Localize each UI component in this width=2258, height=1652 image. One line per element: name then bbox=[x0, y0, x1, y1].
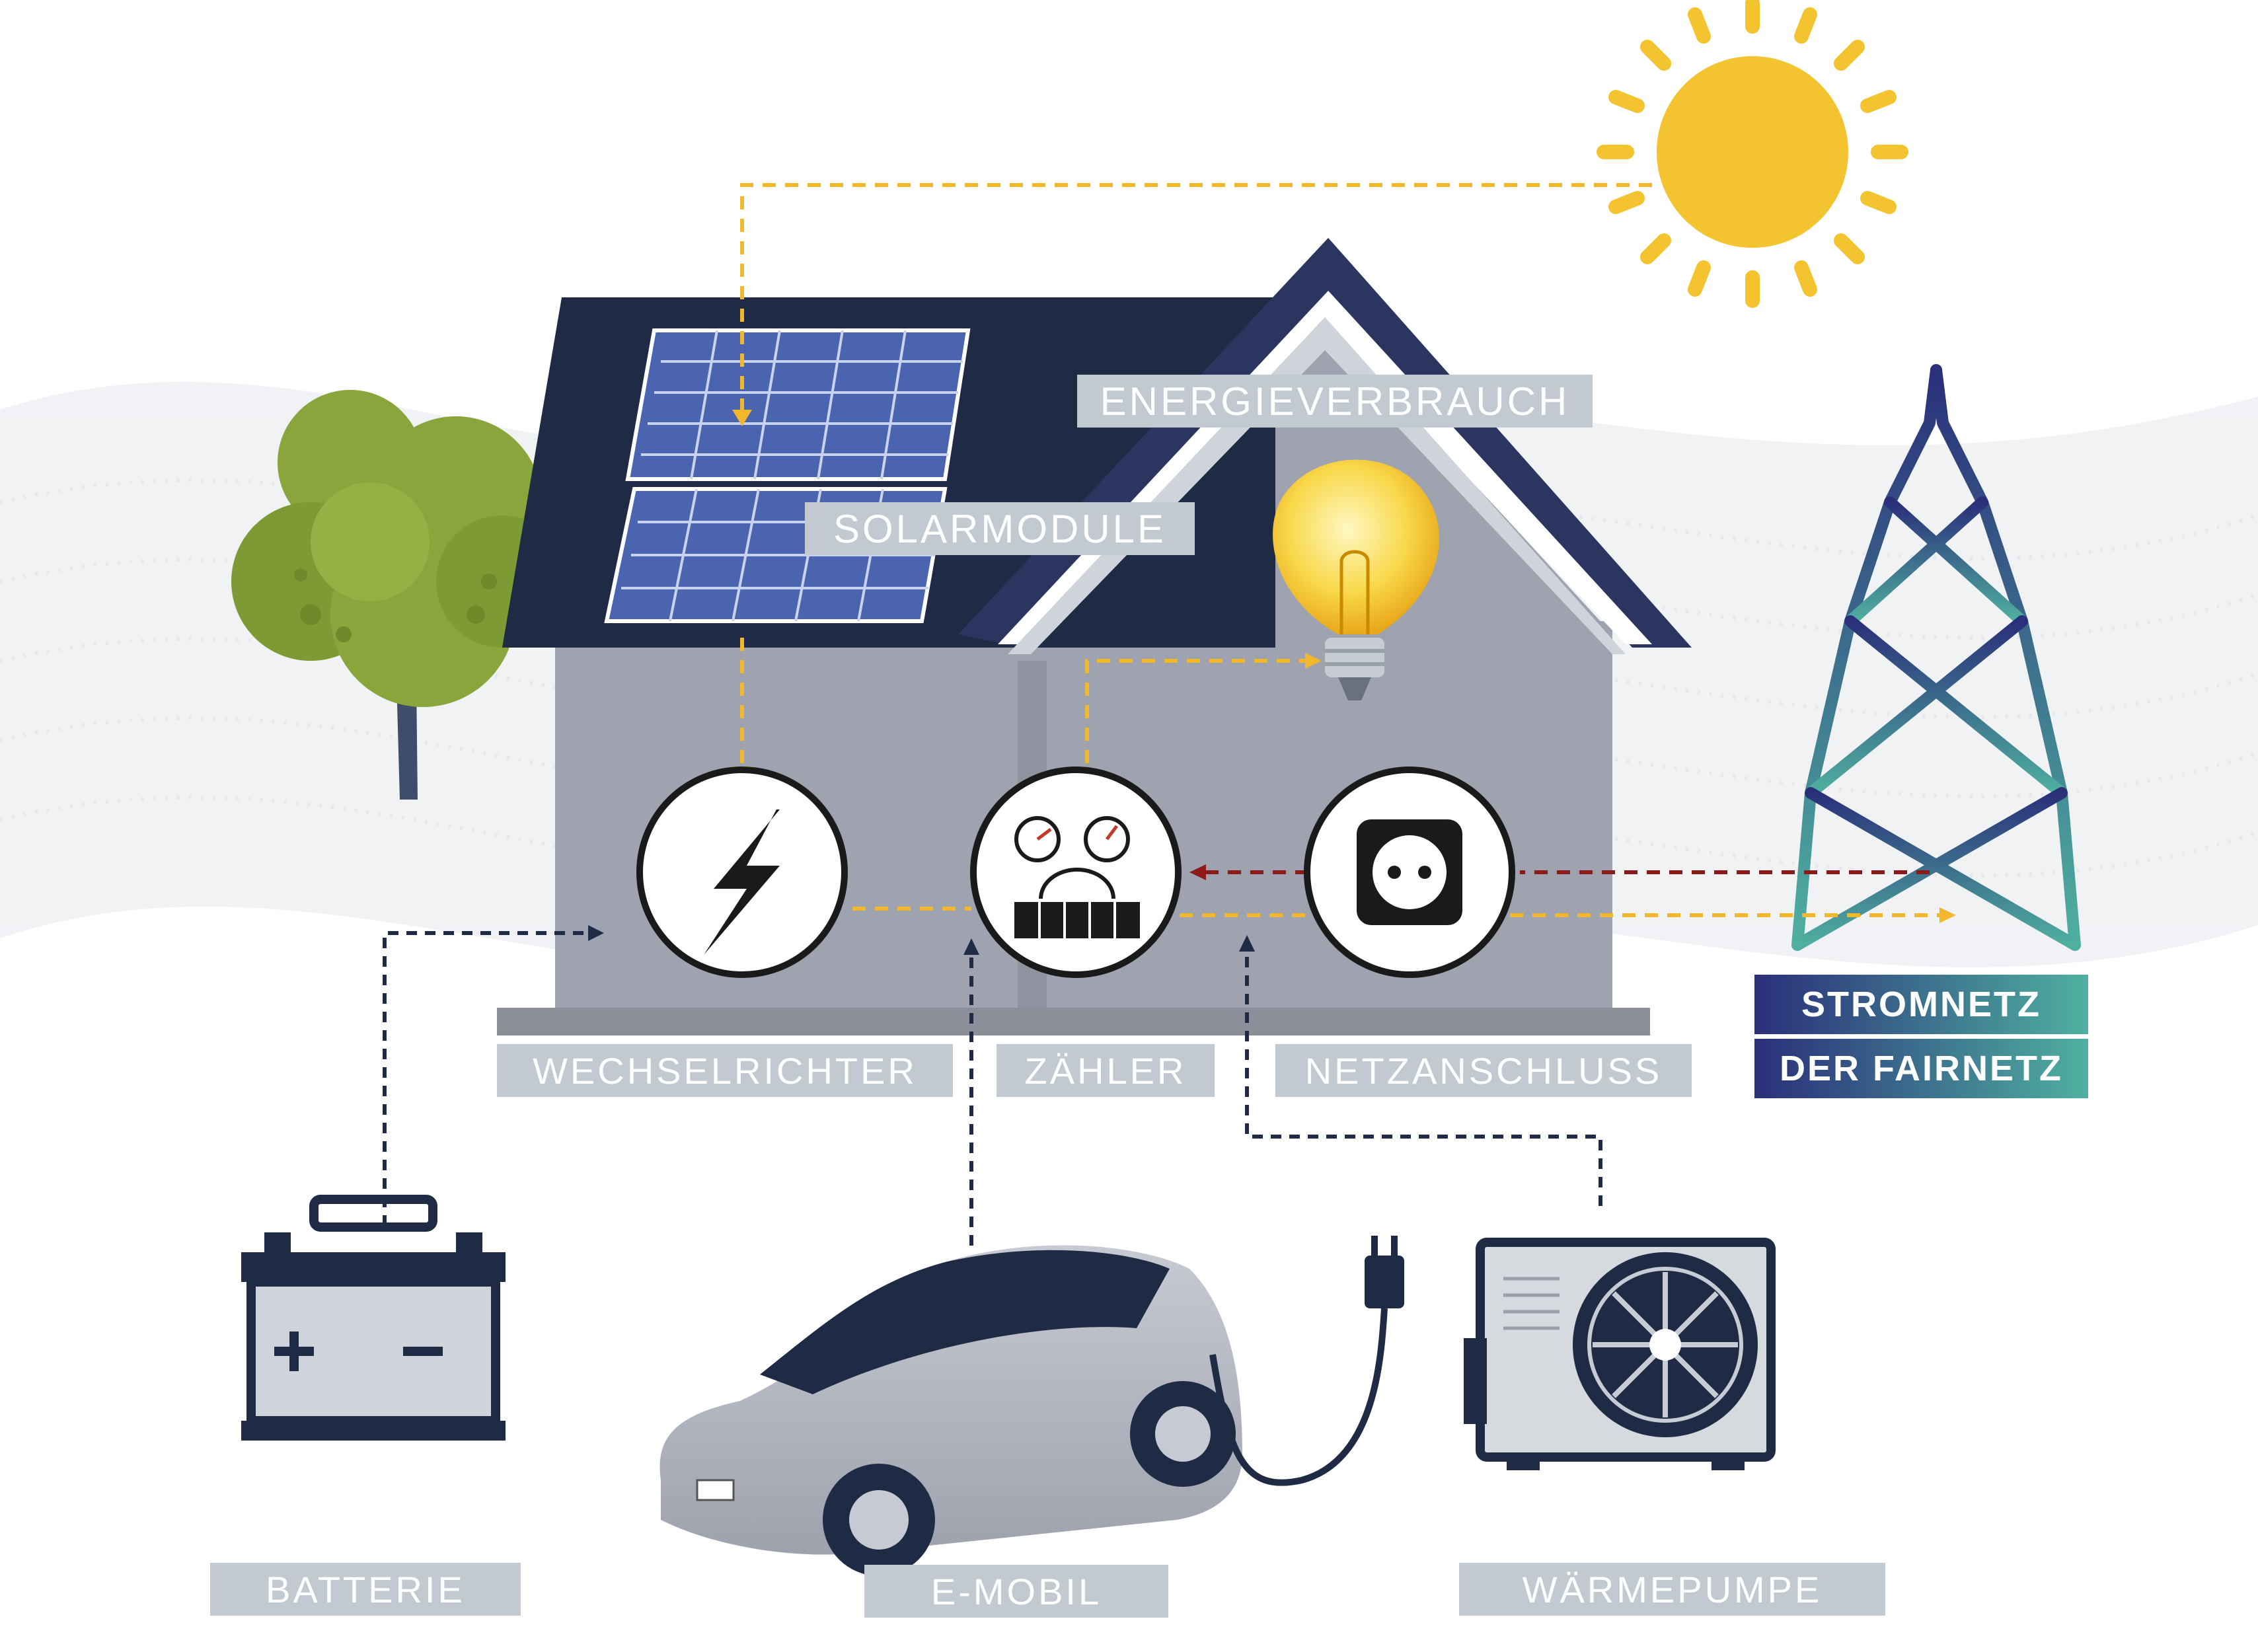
solar-panel-icon bbox=[604, 328, 971, 623]
badge-der-fairnetz: DER FAIRNETZ bbox=[1754, 1039, 2088, 1098]
lightning-icon bbox=[636, 767, 848, 978]
badge-stromnetz: STROMNETZ bbox=[1754, 975, 2088, 1034]
battery-icon bbox=[241, 1195, 506, 1441]
label-batterie: BATTERIE bbox=[210, 1563, 521, 1616]
plug-icon bbox=[1209, 1236, 1404, 1486]
light-bulb-icon bbox=[1273, 459, 1439, 700]
solar-flow-arrows bbox=[740, 183, 1939, 917]
label-solarmodule: SOLARMODULE bbox=[805, 502, 1195, 555]
label-zaehler: ZÄHLER bbox=[997, 1044, 1215, 1097]
device-flow-arrowheads bbox=[588, 925, 1255, 955]
meter-icon bbox=[970, 767, 1182, 978]
socket-icon bbox=[1304, 767, 1515, 978]
sun-icon bbox=[1597, 0, 1908, 308]
heat-pump-icon bbox=[1464, 1238, 1776, 1470]
label-netzanschluss: NETZANSCHLUSS bbox=[1275, 1044, 1692, 1097]
power-pylon-icon bbox=[1739, 364, 2137, 951]
device-flow-arrows bbox=[383, 931, 1602, 1246]
label-waermepumpe: WÄRMEPUMPE bbox=[1459, 1563, 1885, 1616]
grid-import-arrow bbox=[1189, 864, 1930, 880]
electric-car-icon bbox=[659, 1245, 1242, 1576]
label-wechselrichter: WECHSELRICHTER bbox=[497, 1044, 953, 1097]
tree-icon bbox=[231, 390, 568, 800]
label-emobil: E-MOBIL bbox=[864, 1565, 1168, 1618]
label-energieverbrauch: ENERGIEVERBRAUCH bbox=[1077, 375, 1593, 428]
